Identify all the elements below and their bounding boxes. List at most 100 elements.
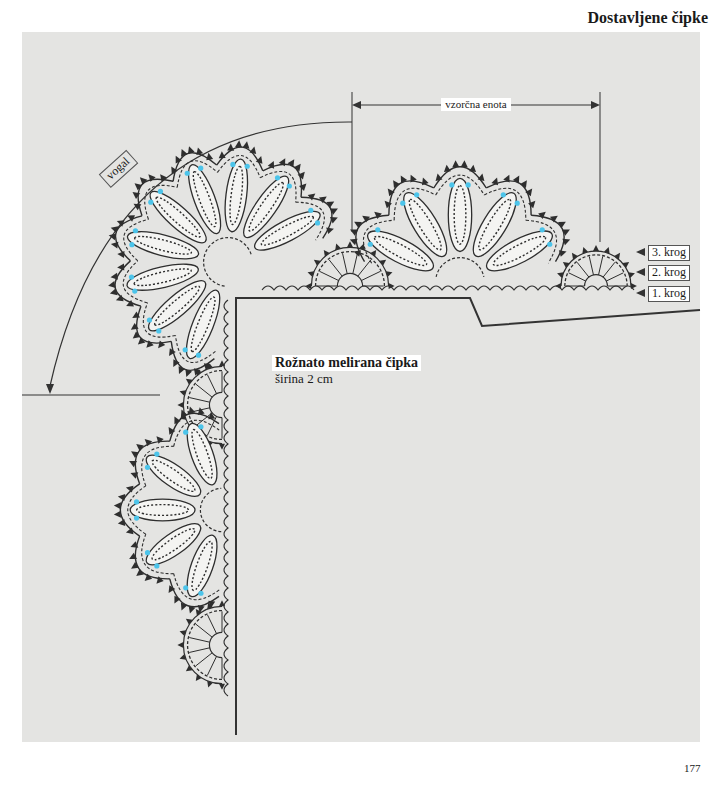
picot [126, 527, 134, 534]
picot [188, 146, 195, 154]
picot [145, 574, 153, 581]
picot [562, 229, 570, 235]
picot [118, 519, 125, 526]
petal-stitches [133, 266, 192, 289]
radial-stitch [196, 384, 212, 397]
picot [308, 194, 316, 201]
outer-chain [316, 252, 385, 286]
chain-row [224, 300, 228, 696]
scallop-chain [174, 574, 220, 600]
picot [298, 172, 305, 180]
blue-dot [183, 430, 188, 435]
picot [160, 174, 167, 182]
petal-loop [141, 517, 206, 572]
scallop-chain [142, 534, 174, 574]
picot [388, 189, 395, 197]
blue-dot [154, 452, 159, 457]
picot [305, 283, 311, 289]
petal-stitches [149, 456, 198, 495]
radial-stitch [222, 611, 223, 632]
radial-stitch [607, 286, 626, 287]
picot [176, 156, 182, 164]
radial-stitch [222, 371, 223, 392]
picot [326, 227, 334, 234]
picot [180, 630, 187, 636]
petal-loop [125, 259, 201, 296]
picot [324, 250, 330, 257]
blue-dot [145, 550, 150, 555]
picot [563, 262, 570, 268]
picot [180, 390, 187, 396]
scallop-chain [296, 202, 325, 240]
scallop [137, 306, 172, 343]
scallop [116, 216, 142, 261]
blue-dot [156, 328, 161, 333]
picot [288, 159, 295, 167]
blue-dot [198, 424, 203, 429]
scallop-chain [436, 175, 485, 195]
petal-stitches [454, 186, 466, 245]
blue-dot [185, 171, 190, 176]
blue-dot [230, 162, 235, 167]
blue-dot [129, 242, 134, 247]
picot [359, 244, 365, 251]
picot [138, 337, 146, 344]
blue-dot [129, 274, 134, 279]
blue-dot [245, 164, 250, 169]
picot [249, 147, 256, 155]
blue-dot [134, 515, 139, 520]
picot [207, 363, 213, 370]
blue-dot [308, 208, 313, 213]
picot [186, 379, 193, 385]
picot [146, 340, 153, 347]
picot [227, 144, 234, 151]
picot [614, 253, 620, 260]
scallop [389, 181, 434, 215]
fabric-edge [236, 298, 700, 735]
picot [299, 183, 306, 190]
scallop [434, 167, 486, 188]
radial-stitch [222, 658, 223, 679]
picot [186, 665, 193, 671]
blue-dot [133, 228, 138, 233]
radial-stitch [361, 271, 380, 280]
fabric-panel [22, 32, 700, 742]
petal-stitches [189, 170, 219, 228]
dimension-line [352, 92, 353, 232]
outer-arc [561, 251, 631, 286]
picot [181, 410, 187, 418]
picot [130, 541, 138, 547]
radial-stitch [320, 271, 339, 280]
picot [436, 173, 443, 181]
picot [180, 654, 187, 660]
page-title: Dostavljene čipke [588, 9, 708, 27]
outer-arc [311, 247, 388, 286]
round-label: 2. krog [648, 265, 690, 281]
radial-stitch [207, 375, 216, 394]
radial-stitch [222, 418, 223, 439]
petal-loop [250, 205, 324, 257]
blue-dot [147, 317, 152, 322]
picot [520, 180, 527, 188]
round-label: 3. krog [648, 245, 690, 261]
picot [452, 160, 459, 167]
base-chain [204, 238, 252, 287]
scallop-chain [143, 303, 175, 337]
petal-loop [182, 161, 227, 237]
blue-dot [315, 220, 320, 225]
picot [593, 245, 599, 251]
lace-width: širina 2 cm [275, 372, 333, 387]
picot [256, 156, 263, 164]
petal-loop [482, 224, 558, 279]
petal-stitches [405, 197, 445, 253]
picot [631, 283, 637, 289]
picot [528, 201, 535, 209]
picot [158, 341, 165, 349]
base-chain [436, 258, 484, 277]
picot [219, 151, 226, 158]
scallop-chain [123, 261, 147, 303]
petal-loop [448, 178, 471, 251]
inner-arc [337, 273, 362, 286]
picot [347, 241, 353, 247]
picot [335, 244, 341, 251]
